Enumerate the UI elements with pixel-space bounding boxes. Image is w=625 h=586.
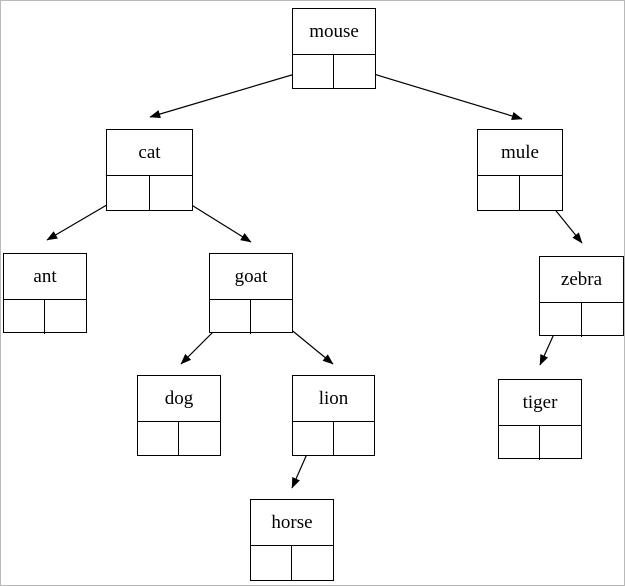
left-pointer-cell-horse[interactable] [251, 546, 292, 580]
right-pointer-cell-ant[interactable] [45, 300, 86, 334]
tree-node-label: ant [4, 254, 86, 300]
left-pointer-cell-mule[interactable] [478, 176, 520, 210]
tree-node-lion[interactable]: lion [292, 375, 375, 456]
tree-node-horse[interactable]: horse [250, 499, 334, 581]
right-pointer-cell-mule[interactable] [520, 176, 562, 210]
right-pointer-cell-lion[interactable] [334, 422, 375, 456]
tree-node-mouse[interactable]: mouse [292, 8, 376, 89]
tree-node-pointer-row [499, 426, 581, 460]
left-pointer-cell-lion[interactable] [293, 422, 334, 456]
tree-node-mule[interactable]: mule [477, 129, 563, 211]
tree-node-label: dog [138, 376, 220, 422]
left-pointer-cell-mouse[interactable] [293, 55, 334, 89]
tree-node-goat[interactable]: goat [209, 253, 293, 334]
tree-node-pointer-row [4, 300, 86, 334]
tree-node-pointer-row [251, 546, 333, 580]
tree-node-pointer-row [293, 55, 375, 89]
tree-node-pointer-row [293, 422, 374, 456]
right-pointer-cell-tiger[interactable] [540, 426, 581, 460]
tree-node-zebra[interactable]: zebra [539, 256, 624, 337]
tree-node-pointer-row [478, 176, 562, 210]
tree-node-pointer-row [138, 422, 220, 456]
left-pointer-cell-zebra[interactable] [540, 303, 582, 337]
left-pointer-cell-ant[interactable] [4, 300, 45, 334]
left-pointer-cell-tiger[interactable] [499, 426, 540, 460]
tree-node-pointer-row [210, 300, 292, 334]
right-pointer-cell-dog[interactable] [179, 422, 220, 456]
tree-node-dog[interactable]: dog [137, 375, 221, 456]
right-pointer-cell-goat[interactable] [251, 300, 292, 334]
pointer-arrow-mouse-left-cat [149, 68, 313, 119]
right-pointer-cell-mouse[interactable] [334, 55, 375, 89]
tree-node-pointer-row [540, 303, 623, 337]
tree-node-label: zebra [540, 257, 623, 303]
tree-node-label: cat [107, 130, 192, 176]
tree-node-ant[interactable]: ant [3, 253, 87, 334]
left-pointer-cell-cat[interactable] [107, 176, 150, 210]
tree-node-label: horse [251, 500, 333, 546]
tree-node-label: lion [293, 376, 374, 422]
pointer-arrow-mouse-right-mule [353, 67, 523, 121]
tree-node-tiger[interactable]: tiger [498, 379, 582, 460]
left-pointer-cell-goat[interactable] [210, 300, 251, 334]
tree-node-label: mouse [293, 9, 375, 55]
left-pointer-cell-dog[interactable] [138, 422, 179, 456]
right-pointer-cell-zebra[interactable] [582, 303, 624, 337]
tree-node-label: mule [478, 130, 562, 176]
right-pointer-cell-horse[interactable] [292, 546, 333, 580]
tree-node-label: tiger [499, 380, 581, 426]
tree-node-label: goat [210, 254, 292, 300]
tree-node-pointer-row [107, 176, 192, 210]
right-pointer-cell-cat[interactable] [150, 176, 193, 210]
tree-node-cat[interactable]: cat [106, 129, 193, 211]
